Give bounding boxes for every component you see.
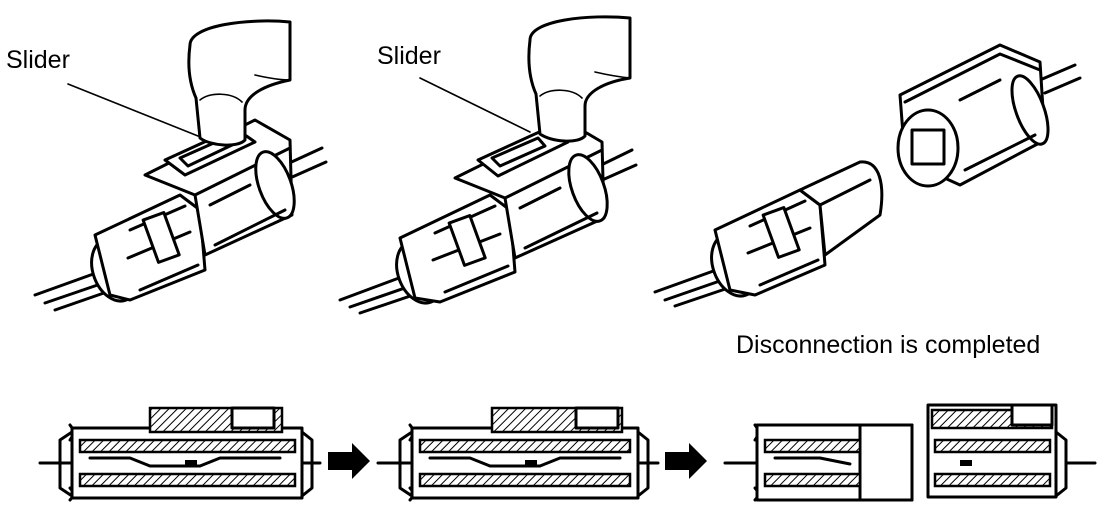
slider-label: Slider [6, 46, 70, 74]
disconnection-complete-label: Disconnection is completed [736, 331, 1041, 359]
section-view-2 [376, 406, 660, 502]
connector-step3 [653, 43, 1082, 308]
connector-step1 [33, 19, 328, 312]
right-arrow-icon [328, 443, 370, 479]
connector-step2 [338, 15, 638, 315]
section-view-3 [723, 403, 1097, 502]
section-view-1 [38, 406, 322, 502]
slider-label: Slider [377, 42, 441, 70]
right-arrow-icon [665, 443, 707, 479]
